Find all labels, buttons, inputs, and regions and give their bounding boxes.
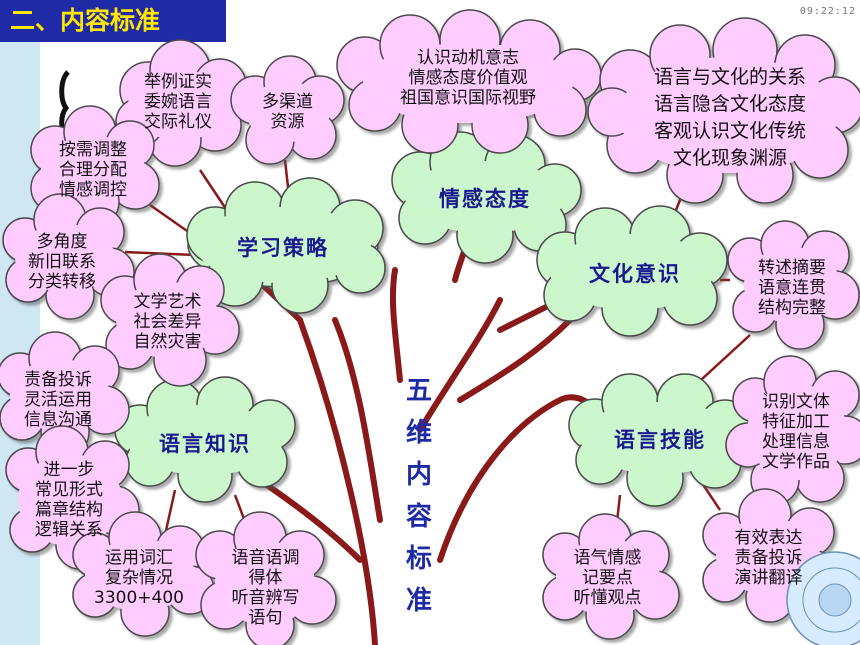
node-line: 祖国意识国际视野 — [400, 88, 536, 108]
node-adjust: 按需调整 合理分配 情感调控 — [43, 140, 143, 200]
cloud-strategy — [186, 177, 386, 314]
center-title-char: 标 — [405, 544, 432, 574]
node-line: 情感调控 — [59, 180, 127, 200]
node-skill: 语言技能 — [614, 428, 706, 452]
cloud-culture-rel — [587, 17, 860, 204]
cloud-summary — [727, 220, 860, 350]
node-line: 运用词汇 — [105, 548, 173, 568]
node-line: 3300+400 — [94, 588, 184, 608]
clouds — [0, 9, 860, 645]
node-line: 责备投诉 — [24, 370, 92, 390]
node-expression: 有效表达 责备投诉 演讲翻译 — [716, 528, 821, 588]
cloud-tone — [542, 513, 680, 640]
node-line: 分类转移 — [28, 272, 96, 292]
node-line: 听懂观点 — [573, 588, 642, 608]
node-tone: 语气情感 记要点 听懂观点 — [555, 548, 660, 608]
node-line: 处理信息 — [762, 432, 830, 452]
cloud-phonetics — [195, 511, 337, 645]
cloud-literature — [100, 253, 240, 387]
node-summary: 转述摘要 语意连贯 结构完整 — [742, 258, 842, 318]
cloud-channels — [230, 55, 345, 165]
node-channels: 多渠道 资源 — [245, 92, 330, 132]
node-line: 逻辑关系 — [35, 520, 103, 540]
node-line: 文化现象渊源 — [672, 147, 787, 169]
node-line: 复杂情况 — [105, 568, 173, 588]
cloud-multi — [2, 193, 135, 320]
node-communication: 责备投诉 灵活运用 信息沟通 — [8, 370, 108, 430]
node-discourse: 进一步 常见形式 篇章结构 逻辑关系 — [14, 460, 124, 540]
node-line: 按需调整 — [59, 140, 127, 160]
clock-readout: 09:22:12 — [799, 6, 856, 17]
node-line: 转述摘要 — [758, 258, 826, 278]
node-line: 举例证实 — [144, 72, 212, 92]
node-etiquette: 举例证实 委婉语言 交际礼仪 — [128, 72, 228, 132]
node-line: 文学作品 — [762, 452, 830, 472]
node-line: 常见形式 — [35, 480, 103, 500]
node-line: 语气情感 — [573, 548, 642, 568]
node-line: 委婉语言 — [144, 92, 212, 112]
node-vocabulary: 运用词汇 复杂情况 3300+400 — [84, 548, 194, 608]
cloud-vocabulary — [72, 511, 215, 637]
node-emotion: 情感态度 — [439, 187, 531, 211]
slide-title: 二、内容标准 — [0, 0, 226, 42]
node-line: 新旧联系 — [28, 252, 96, 272]
center-title: 五 维 内 容 标 准 — [394, 370, 444, 622]
node-literature: 文学艺术 社会差异 自然灾害 — [115, 292, 220, 352]
node-line: 自然灾害 — [133, 332, 202, 352]
node-line: 篇章结构 — [35, 500, 103, 520]
node-line: 资源 — [270, 112, 305, 132]
node-culture-rel: 语言与文化的关系 语言隐含文化态度 客观认识文化传统 文化现象渊源 — [620, 64, 840, 172]
node-line: 有效表达 — [734, 528, 803, 548]
node-line: 结构完整 — [758, 298, 826, 318]
node-line: 灵活运用 — [24, 390, 92, 410]
node-line: 责备投诉 — [734, 548, 803, 568]
decor-disc-icon — [786, 551, 860, 645]
node-line: 语言隐含文化态度 — [653, 93, 806, 115]
node-line: 识别文体 — [762, 392, 830, 412]
node-line: 特征加工 — [762, 412, 830, 432]
center-title-char: 容 — [405, 502, 432, 532]
cloud-emotion — [391, 131, 582, 264]
node-culture: 文化意识 — [589, 262, 681, 286]
node-line: 记要点 — [582, 568, 633, 588]
center-title-char: 维 — [405, 418, 432, 448]
node-motivation: 认识动机意志 情感态度价值观 祖国意识国际视野 — [368, 48, 568, 108]
node-line: 多角度 — [36, 232, 88, 252]
node-line: 听音辨写 — [231, 588, 300, 608]
node-line: 多渠道 — [262, 92, 313, 112]
cloud-motivation — [336, 9, 602, 154]
center-title-char: 五 — [405, 376, 432, 406]
node-line: 社会差异 — [133, 312, 202, 332]
node-line: 情感态度价值观 — [408, 68, 528, 88]
node-strategy: 学习策略 — [237, 236, 329, 260]
node-line: 语音语调 — [231, 548, 300, 568]
node-line: 文学艺术 — [133, 292, 202, 312]
node-line: 客观认识文化传统 — [653, 120, 806, 142]
node-line: 进一步 — [43, 460, 95, 480]
node-line: 认识动机意志 — [417, 48, 519, 68]
node-line: 演讲翻译 — [734, 568, 803, 588]
node-knowledge: 语言知识 — [159, 432, 251, 456]
node-line: 语言与文化的关系 — [653, 66, 806, 88]
center-title-char: 内 — [405, 460, 432, 490]
node-line: 语句 — [248, 608, 283, 628]
node-line: 信息沟通 — [24, 410, 92, 430]
cloud-culture — [536, 205, 728, 337]
node-line: 合理分配 — [59, 160, 127, 180]
node-line: 得体 — [248, 568, 283, 588]
cloud-knowledge — [114, 376, 296, 503]
node-multi: 多角度 新旧联系 分类转移 — [12, 232, 112, 292]
node-line: 交际礼仪 — [144, 112, 212, 132]
node-phonetics: 语音语调 得体 听音辨写 语句 — [213, 548, 318, 628]
node-genre: 识别文体 特征加工 处理信息 文学作品 — [746, 392, 846, 472]
center-title-char: 准 — [405, 586, 432, 616]
node-line: 语意连贯 — [758, 278, 826, 298]
